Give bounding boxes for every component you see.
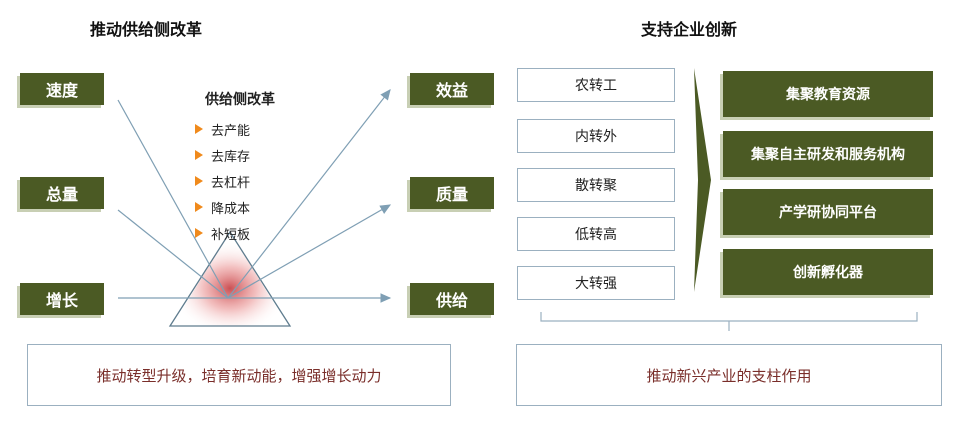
right-summary-box: 推动新兴产业的支柱作用	[516, 344, 942, 406]
bracket	[540, 312, 918, 331]
list-item: 去产能	[195, 116, 250, 142]
transform-box: 低转高	[517, 217, 675, 251]
triangle-bullet-icon	[195, 150, 203, 160]
resource-box: 产学研协同平台	[723, 189, 933, 235]
output-quality: 质量	[410, 177, 494, 209]
arrow-benefit	[227, 89, 391, 299]
triangle-bullet-icon	[195, 202, 203, 212]
supply-reform-title: 供给侧改革	[205, 92, 275, 108]
input-speed: 速度	[20, 73, 104, 105]
triangle-bullet-icon	[195, 124, 203, 134]
left-section-title: 推动供给侧改革	[90, 20, 203, 39]
line-speed-in	[117, 99, 229, 299]
resource-box: 集聚教育资源	[723, 71, 933, 117]
resource-box: 创新孵化器	[723, 249, 933, 295]
prism-glow	[172, 232, 288, 326]
transform-box: 内转外	[517, 119, 675, 153]
arrow-quality	[227, 204, 392, 299]
list-item: 去库存	[195, 142, 250, 168]
output-supply: 供给	[410, 283, 494, 315]
transform-box: 农转工	[517, 68, 675, 102]
input-growth: 增长	[20, 283, 104, 315]
line-total-in	[117, 209, 229, 299]
output-benefit: 效益	[410, 73, 494, 105]
list-item: 补短板	[195, 220, 250, 246]
resource-box: 集聚自主研发和服务机构	[723, 131, 933, 177]
left-summary-box: 推动转型升级，培育新动能，增强增长动力	[27, 344, 451, 406]
chevron-right-icon	[694, 68, 711, 292]
transform-box: 散转聚	[517, 168, 675, 202]
input-total: 总量	[20, 177, 104, 209]
list-item: 去杠杆	[195, 168, 250, 194]
triangle-bullet-icon	[195, 228, 203, 238]
supply-reform-list: 去产能 去库存 去杠杆 降成本 补短板	[195, 116, 250, 246]
right-section-title: 支持企业创新	[641, 20, 738, 39]
transform-box: 大转强	[517, 266, 675, 300]
list-item: 降成本	[195, 194, 250, 220]
triangle-bullet-icon	[195, 176, 203, 186]
